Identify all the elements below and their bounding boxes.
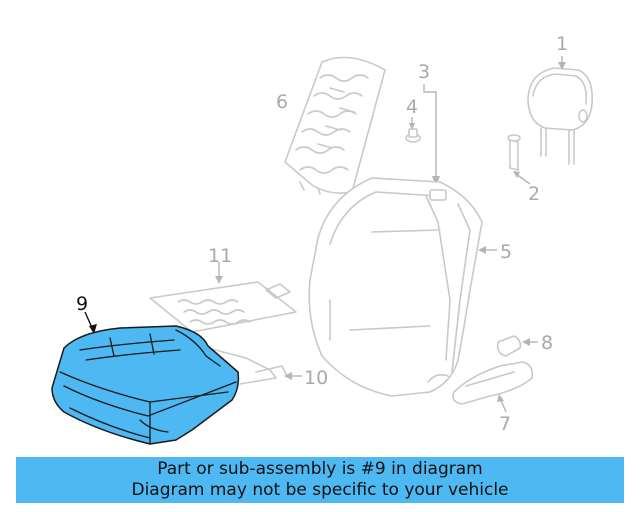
part-9-seat-cushion[interactable] bbox=[51, 325, 240, 445]
callout-9: 9 bbox=[76, 293, 88, 315]
callout-6: 6 bbox=[276, 91, 288, 113]
part-1-headrest[interactable] bbox=[527, 67, 594, 165]
callout-8: 8 bbox=[541, 332, 553, 354]
banner-line-2: Diagram may not be specific to your vehi… bbox=[131, 480, 509, 500]
part-8-knob[interactable] bbox=[496, 335, 522, 357]
part-2-bolt[interactable] bbox=[507, 134, 521, 171]
part-4-bushing[interactable] bbox=[405, 128, 421, 143]
callout-11: 11 bbox=[208, 245, 232, 267]
callout-3: 3 bbox=[418, 61, 430, 83]
info-banner: Part or sub-assembly is #9 in diagram Di… bbox=[16, 457, 624, 503]
callout-7: 7 bbox=[499, 413, 511, 435]
part-6-seatback-spring[interactable] bbox=[284, 56, 386, 195]
part-11-seat-heater[interactable] bbox=[149, 281, 297, 333]
part-10-cushion-frame[interactable] bbox=[199, 345, 287, 385]
callout-4: 4 bbox=[406, 96, 418, 118]
callout-1: 1 bbox=[556, 33, 568, 55]
part-7-side-trim[interactable] bbox=[452, 361, 534, 405]
seat-parts-diagram: 1 2 3 4 5 6 7 8 9 10 11 bbox=[51, 33, 594, 445]
part-5-seatback-cover[interactable] bbox=[308, 177, 483, 397]
callout-2: 2 bbox=[528, 183, 540, 205]
banner-line-1: Part or sub-assembly is #9 in diagram bbox=[157, 459, 483, 479]
callout-5: 5 bbox=[500, 241, 512, 263]
callout-10: 10 bbox=[304, 367, 328, 389]
